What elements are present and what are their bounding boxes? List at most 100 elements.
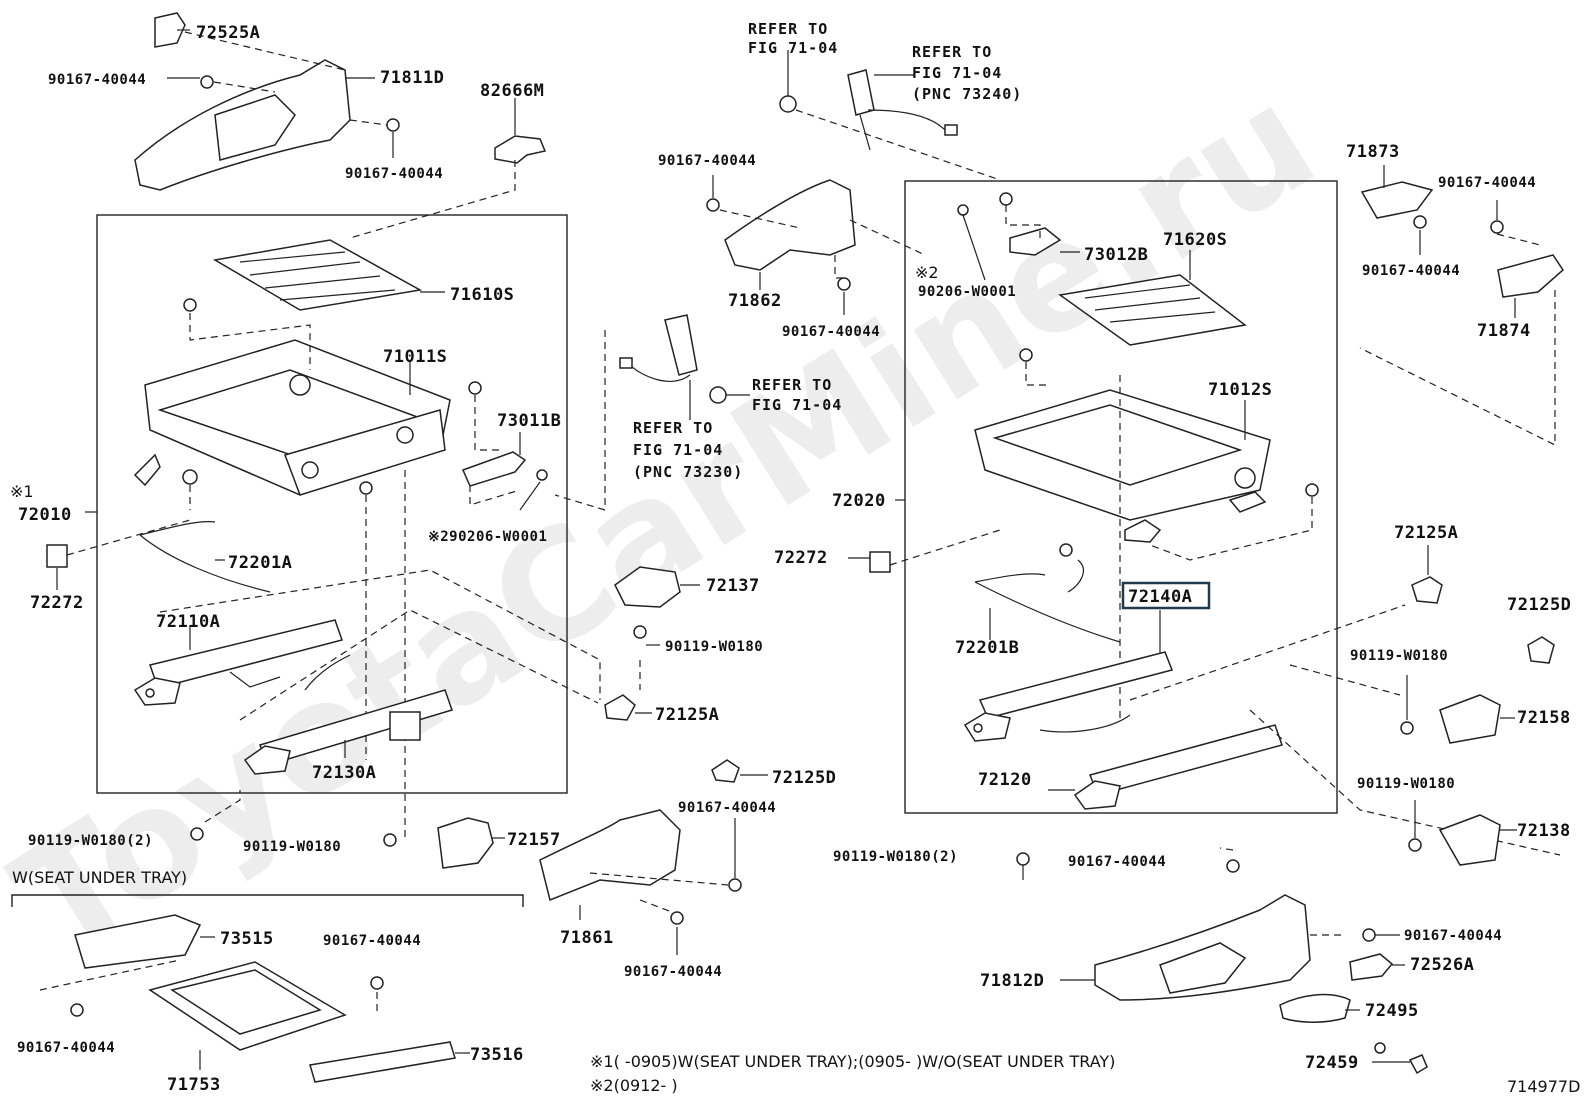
cap-72272-left-drawing: [46, 544, 68, 568]
label-90167-40044-g: 90167-40044: [678, 800, 776, 816]
label-72526a: 72526A: [1410, 955, 1474, 975]
highlighted-part-box: [1121, 581, 1211, 610]
bracket-73516-drawing: [309, 1041, 456, 1083]
label-90119-w0180-2-a: 90119-W0180(2): [28, 833, 153, 849]
refer-to-mid-left-3: (PNC 73230): [633, 463, 743, 481]
label-71874: 71874: [1477, 321, 1531, 341]
buckle-73240-drawing: [847, 69, 875, 116]
label-90167-40044-l: 90167-40044: [1362, 263, 1460, 279]
diagram-id: 714977D: [1507, 1077, 1580, 1096]
cover-72158-drawing: [1439, 694, 1501, 744]
clip-72125a-left-drawing: [604, 694, 636, 721]
label-72110a: 72110A: [156, 612, 220, 632]
label-90167-40044-k: 90167-40044: [1438, 175, 1536, 191]
bracket-73012b-drawing: [1009, 227, 1062, 256]
label-72157: 72157: [507, 830, 561, 850]
label-73515: 73515: [220, 929, 274, 949]
bracket-73011b-drawing: [461, 451, 527, 487]
footnote-2: ※2(0912- ): [590, 1076, 678, 1095]
knob-72526a-drawing: [1349, 953, 1394, 981]
refer-to-top-left-2: FIG 71-04: [748, 39, 838, 57]
label-71873: 71873: [1346, 142, 1400, 162]
label-90119-w0180-d: 90119-W0180: [1357, 776, 1455, 792]
label-90119-w0180-b: 90119-W0180: [665, 639, 763, 655]
shield-71861-drawing: [539, 809, 681, 902]
cap-72272-right-drawing: [869, 551, 891, 573]
label-71610s: 71610S: [450, 285, 514, 305]
label-72525a: 72525A: [196, 23, 260, 43]
clip-72125d-left-drawing: [711, 759, 740, 783]
label-72130a: 72130A: [312, 763, 376, 783]
cover-72137-drawing: [614, 566, 681, 608]
bracket-73515-drawing: [74, 914, 202, 969]
label-90167-40044-e: 90167-40044: [658, 153, 756, 169]
refer-to-mid-right-2: FIG 71-04: [752, 396, 842, 414]
bracket-71874-drawing: [1497, 254, 1564, 298]
label-72137: 72137: [706, 576, 760, 596]
label-72120: 72120: [978, 770, 1032, 790]
clip-82666m-drawing: [494, 135, 547, 164]
label-90167-40044-f: 90167-40044: [782, 324, 880, 340]
footnote-1: ※1( -0905)W(SEAT UNDER TRAY);(0905- )W/O…: [590, 1052, 1115, 1071]
wire-72201b-drawing: [974, 573, 1121, 643]
label-73012b: 73012B: [1084, 245, 1148, 265]
label-90119-w0180-a: 90119-W0180: [243, 839, 341, 855]
clip-72125d-right-drawing: [1527, 636, 1555, 664]
label-72158: 72158: [1517, 708, 1571, 728]
refer-to-mid-right-1: REFER TO: [752, 376, 832, 394]
label-71012s: 71012S: [1208, 380, 1272, 400]
label-290206-w0001: ※290206-W0001: [428, 529, 547, 545]
spring-71620s-drawing: [1058, 274, 1247, 346]
buckle-73230-drawing: [664, 314, 698, 376]
label-90206-w0001: 90206-W0001: [918, 284, 1016, 300]
rail-72120-drawing: [1039, 714, 1283, 810]
label-72272-right: 72272: [774, 548, 828, 568]
refer-to-mid-left-2: FIG 71-04: [633, 441, 723, 459]
shield-71862-drawing: [724, 179, 856, 271]
frame-71012s-drawing: [974, 348, 1319, 543]
label-72125a-left: 72125A: [655, 705, 719, 725]
label-73516: 73516: [470, 1045, 524, 1065]
rail-72110a-drawing: [133, 619, 343, 706]
rail-72140a-drawing: [963, 651, 1174, 742]
rail-72130a-drawing: [243, 654, 453, 775]
label-72020: 72020: [832, 491, 886, 511]
label-72201b: 72201B: [955, 638, 1019, 658]
refer-to-mid-left-1: REFER TO: [633, 419, 713, 437]
label-82666m: 82666M: [480, 81, 544, 101]
left-seat-frame-box: [96, 214, 568, 794]
label-90167-40044-b: 90167-40044: [345, 166, 443, 182]
label-90167-40044-j: 90167-40044: [1404, 928, 1502, 944]
refer-to-top-right-1: REFER TO: [912, 43, 992, 61]
label-71812d: 71812D: [980, 971, 1044, 991]
cap-72459-drawing: [1408, 1054, 1428, 1075]
wire-72201a-drawing: [139, 520, 271, 593]
nut-drawing: [779, 95, 797, 113]
label-73011b: 73011B: [497, 411, 561, 431]
label-72459: 72459: [1305, 1053, 1359, 1073]
label-71862: 71862: [728, 291, 782, 311]
label-note-1-marker: ※1: [10, 482, 34, 501]
label-72125d-left: 72125D: [772, 768, 836, 788]
label-71811d: 71811D: [380, 68, 444, 88]
cover-72138-drawing: [1438, 814, 1501, 866]
label-71861: 71861: [560, 928, 614, 948]
label-note-2-marker: ※2: [915, 263, 939, 282]
label-72495: 72495: [1365, 1001, 1419, 1021]
label-72138: 72138: [1517, 821, 1571, 841]
label-90167-40044-a: 90167-40044: [48, 72, 146, 88]
label-72140a[interactable]: 72140A: [1128, 587, 1192, 607]
spring-71610s-drawing: [212, 239, 423, 311]
refer-to-top-right-2: FIG 71-04: [912, 64, 1002, 82]
label-90167-40044-i: 90167-40044: [1068, 854, 1166, 870]
shield-71812d-drawing: [1094, 894, 1311, 1001]
frame-71011s-drawing: [133, 298, 482, 496]
seat-under-tray-bracket: [11, 894, 524, 907]
label-90167-40044-d: 90167-40044: [17, 1040, 115, 1056]
label-90119-w0180-c: 90119-W0180: [1350, 648, 1448, 664]
label-72272-left: 72272: [30, 593, 84, 613]
bracket-71873-drawing: [1360, 181, 1434, 219]
right-seat-frame-box: [904, 180, 1338, 814]
label-90167-40044-h: 90167-40044: [624, 964, 722, 980]
label-72125a-right: 72125A: [1394, 523, 1458, 543]
